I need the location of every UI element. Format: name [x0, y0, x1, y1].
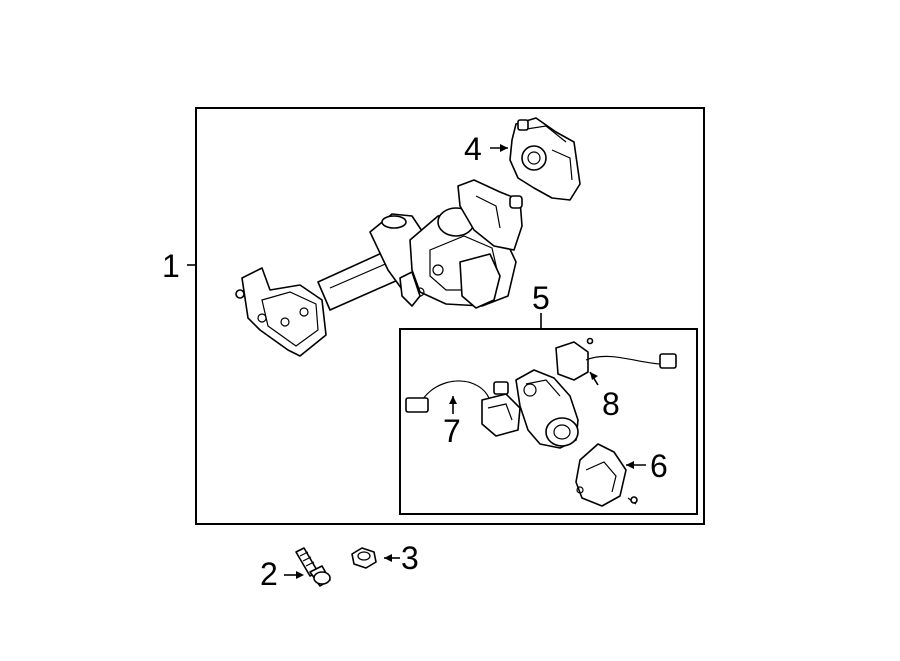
part-3-nut [351, 547, 377, 569]
arrow-7 [449, 396, 457, 404]
callout-4: 4 [464, 131, 482, 167]
arrow-4 [500, 144, 508, 152]
sub-frame [399, 328, 698, 515]
callout-3: 3 [401, 540, 419, 576]
part-6-cover [575, 443, 638, 507]
arrow-6 [626, 461, 634, 469]
part-4-switch-bracket [509, 117, 581, 201]
callout-8: 8 [602, 386, 620, 422]
callout-1: 1 [162, 248, 180, 284]
part-8-connector [555, 337, 677, 381]
part-7-sensor [405, 380, 521, 437]
arrow-8 [590, 372, 598, 380]
arrow-2 [296, 571, 304, 579]
callout-7: 7 [443, 413, 461, 449]
main-frame [195, 107, 705, 525]
arrow-3 [384, 554, 392, 562]
callout-6: 6 [650, 448, 668, 484]
callout-5: 5 [532, 280, 550, 316]
steering-column [235, 179, 523, 357]
callout-2: 2 [260, 556, 278, 592]
ignition-housing [515, 369, 579, 449]
part-2-bolt [295, 547, 331, 587]
